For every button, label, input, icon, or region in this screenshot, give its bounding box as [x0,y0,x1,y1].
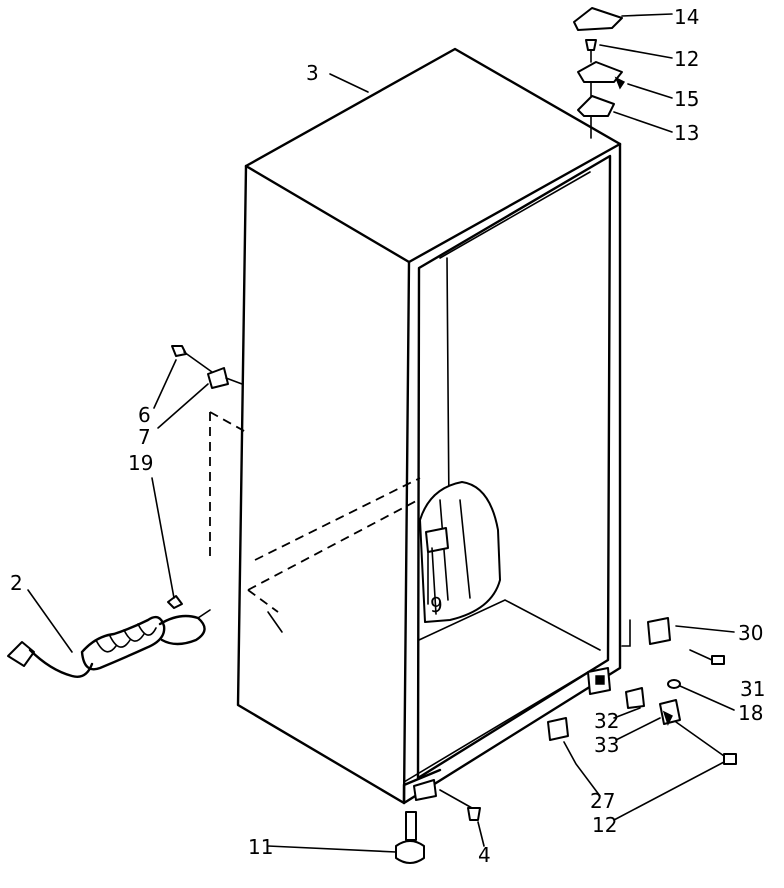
callout-13: 13 [674,121,699,145]
callout-30: 30 [738,621,763,645]
left-bracket-parts [171,345,243,389]
hinge-shim [577,95,615,117]
callout-18: 18 [738,701,763,725]
callout-19: 19 [128,451,153,475]
bottom-parts [395,779,481,864]
callout-27: 27 [590,789,615,813]
cord-clip-19 [167,595,183,609]
callout-6: 6 [138,403,151,427]
cabinet-body [236,47,622,805]
part-27 [547,717,569,741]
washer-18 [667,679,681,689]
screw-6 [171,345,187,357]
callout-4: 4 [478,843,491,867]
top-hinge-assembly [573,7,626,139]
leveling-screw [405,811,417,841]
screw-12 [723,753,737,765]
power-cord [7,595,211,678]
top-hinge [577,61,623,83]
right-lower-parts [547,617,737,765]
screw-4 [467,807,481,821]
callout-14: 14 [674,5,699,29]
callout-12-bottom: 12 [592,813,617,837]
hidden-compartment [209,411,421,633]
hinge-cover [573,7,623,31]
callout-7: 7 [138,425,151,449]
part-32 [625,687,645,709]
callout-3: 3 [306,61,319,85]
callout-labels: 14 12 15 13 3 6 7 19 2 9 30 31 18 32 33 … [10,5,765,867]
leader-lines [27,13,735,853]
callout-12-top: 12 [674,47,699,71]
callout-31: 31 [740,677,765,701]
part-30 [647,617,671,645]
callout-15: 15 [674,87,699,111]
screw-31 [711,655,725,665]
leveling-leg-11 [395,840,425,864]
bracket-7 [207,367,229,389]
drain-trough [419,481,501,623]
hinge-33 [659,699,681,725]
plug [7,641,35,667]
callout-2: 2 [10,571,23,595]
callout-32: 32 [594,709,619,733]
callout-9: 9 [430,593,443,617]
front-bracket [413,779,437,801]
callout-11: 11 [248,835,273,859]
hinge-screw [585,39,597,51]
callout-33: 33 [594,733,619,757]
